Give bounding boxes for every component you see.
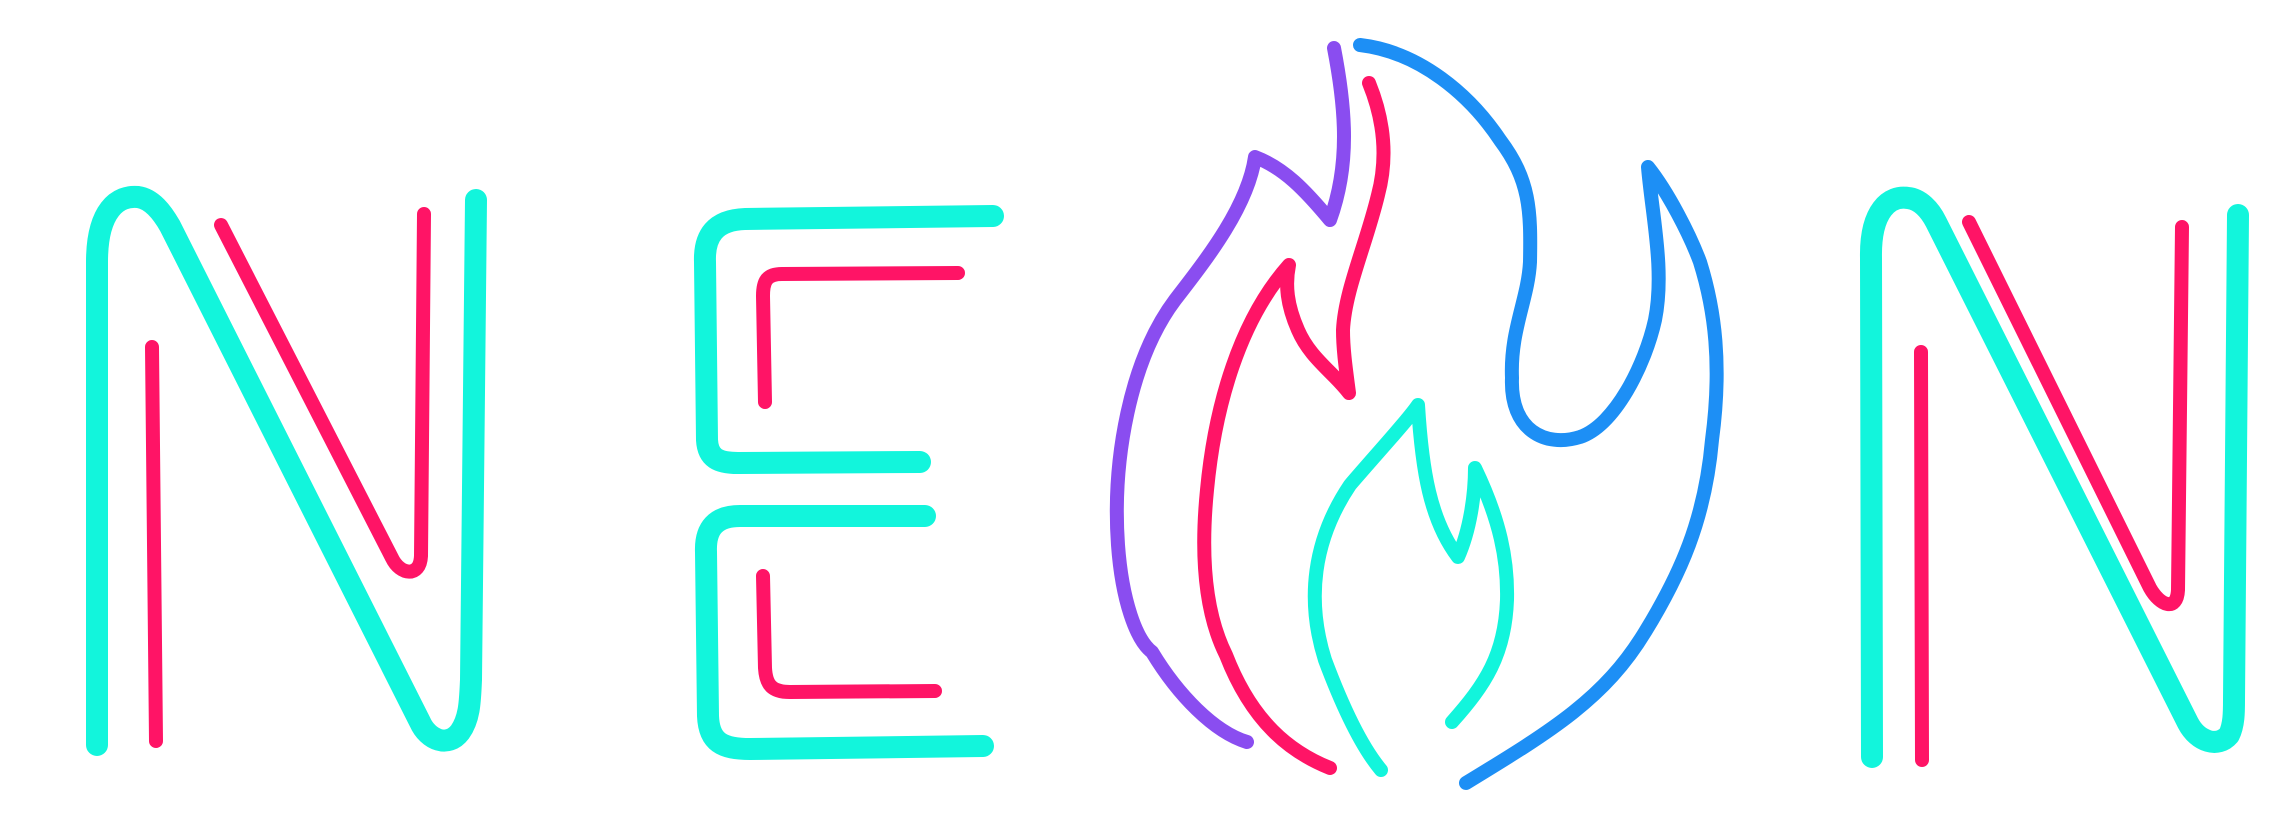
letter-n-left-pink-tube-diagonal bbox=[214, 207, 431, 579]
letter-n-right-cyan-tube bbox=[1859, 186, 2249, 768]
letter-n-left bbox=[86, 185, 487, 756]
letter-n-right-pink-tube bbox=[1914, 345, 1929, 767]
letter-e-pink-bottom-tube bbox=[756, 569, 942, 699]
letter-e bbox=[693, 205, 1004, 760]
flame-icon bbox=[1109, 38, 1724, 790]
flame-purple-outer-tube bbox=[1109, 41, 1351, 749]
flame-cyan-inner-tube bbox=[1307, 398, 1515, 777]
letter-e-cyan-top-tube bbox=[693, 205, 1004, 474]
letter-n-left-pink-tube bbox=[145, 340, 163, 748]
letter-n-left-cyan-tube bbox=[86, 185, 487, 756]
letter-n-right-pink-tube-diagonal bbox=[1962, 215, 2189, 611]
flame-blue-outer-tube bbox=[1353, 38, 1724, 790]
letter-n-right bbox=[1859, 186, 2249, 768]
flame-pink-inner-tube bbox=[1197, 76, 1391, 775]
letter-e-pink-top-tube bbox=[756, 266, 965, 409]
letter-e-cyan-bottom-tube bbox=[694, 505, 994, 760]
